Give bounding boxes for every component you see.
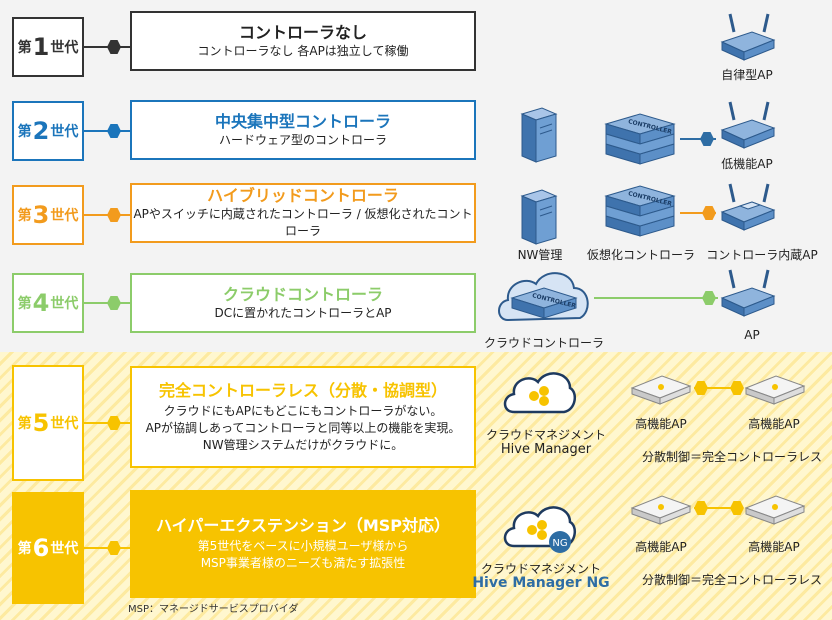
gen5-ap-link-node [694, 381, 708, 395]
generation-5-desc-1: クラウドにもAPにもどこにもコントローラがない。 [163, 403, 443, 418]
high-function-ap-label-1: 高機能AP [635, 417, 687, 431]
controller-icon: CONTROLLER [604, 113, 676, 165]
footnote: MSP：マネージドサービスプロバイダ [128, 604, 299, 615]
generation-1-node [107, 40, 121, 54]
generation-2-desc: ハードウェア型のコントローラ [218, 132, 387, 147]
generation-5-desc-3: NW管理システムだけがクラウドに。 [202, 437, 404, 452]
virtual-controller-label: 仮想化コントローラ [586, 248, 696, 262]
cloud-management-label-6: クラウドマネジメント [480, 562, 602, 576]
autonomous-ap-label: 自律型AP [721, 68, 773, 82]
high-function-ap-icon-4 [744, 495, 806, 525]
generation-1-title: コントローラなし [238, 22, 367, 42]
generation-5-desc-2: APが協調しあってコントローラと同等以上の機能を実現。 [145, 420, 461, 435]
cloud-management-icon [503, 372, 576, 414]
generation-6-box: ハイパーエクステンション（MSP対応） 第5世代をベースに小規模ユーザ様から M… [130, 490, 476, 598]
gen4-link-line [594, 297, 718, 299]
gen4-link-node [702, 291, 716, 305]
nw-management-server-icon [520, 189, 558, 245]
gen2-link-node [700, 132, 714, 146]
autonomous-ap-icon [720, 13, 776, 61]
gen5-ap-link-node-2 [730, 381, 744, 395]
generation-6-desc-2: MSP事業者様のニーズも満たす拡張性 [200, 556, 406, 570]
generation-3-desc: APやスイッチに内蔵されたコントローラ / 仮想化されたコントローラ [133, 207, 473, 238]
low-function-ap-icon [720, 101, 776, 149]
ng-badge: NG [552, 538, 567, 549]
gen6-ap-link-node [694, 501, 708, 515]
hive-manager-label: Hive Manager [500, 442, 592, 457]
cloud-management-ng-icon: NG [503, 506, 577, 553]
generation-6-title: ハイパーエクステンション（MSP対応） [155, 516, 451, 535]
nw-management-label: NW管理 [517, 248, 563, 262]
controller-builtin-ap-icon [720, 183, 776, 231]
generation-3-title: ハイブリッドコントローラ [207, 186, 399, 205]
gen5-ap-link-line [694, 387, 742, 389]
generation-5-title: 完全コントローラレス（分散・協調型） [158, 380, 447, 400]
generation-4-box: クラウドコントローラ DCに置かれたコントローラとAP [130, 273, 476, 333]
generation-4-desc: DCに置かれたコントローラとAP [214, 305, 392, 320]
generation-5-box: 完全コントローラレス（分散・協調型） クラウドにもAPにもどこにもコントローラが… [130, 366, 476, 468]
cloud-controller-icon: CONTROLLER [498, 272, 589, 322]
generation-3-box: ハイブリッドコントローラ APやスイッチに内蔵されたコントローラ / 仮想化され… [130, 183, 476, 243]
controller-builtin-ap-label: コントローラ内蔵AP [706, 248, 818, 262]
generation-5-node [107, 416, 121, 430]
generation-6-node [107, 541, 121, 555]
high-function-ap-icon [630, 375, 692, 405]
high-function-ap-icon-3 [630, 495, 692, 525]
distributed-control-label-6: 分散制御＝完全コントローラレス [641, 573, 823, 587]
generation-4-node [107, 296, 121, 310]
cloud-management-label-5: クラウドマネジメント [485, 428, 607, 442]
gen6-ap-link-line [694, 507, 742, 509]
high-function-ap-label-3: 高機能AP [635, 540, 687, 554]
generation-2-node [107, 124, 121, 138]
virtual-controller-icon: CONTROLLER [604, 185, 676, 237]
generation-1-box: コントローラなし コントローラなし 各APは独立して稼働 [130, 11, 476, 71]
gen2-link-line [680, 138, 716, 140]
generation-6-desc-1: 第5世代をベースに小規模ユーザ様から [197, 539, 409, 553]
gen3-link-line [680, 212, 716, 214]
distributed-control-label-5: 分散制御＝完全コントローラレス [641, 450, 823, 464]
low-function-ap-label: 低機能AP [721, 157, 773, 171]
server-icon [520, 107, 558, 163]
generation-4-title: クラウドコントローラ [222, 284, 383, 304]
hive-manager-ng-label: Hive Manager NG [472, 575, 610, 591]
generation-3-node [107, 208, 121, 222]
gen6-ap-link-node-2 [730, 501, 744, 515]
cloud-controller-label: クラウドコントローラ [483, 336, 605, 350]
generation-2-title: 中央集中型コントローラ [214, 111, 391, 131]
ap-label: AP [744, 328, 760, 342]
high-function-ap-label-4: 高機能AP [748, 540, 800, 554]
high-function-ap-label-2: 高機能AP [748, 417, 800, 431]
gen3-link-node [702, 206, 716, 220]
generation-2-box: 中央集中型コントローラ ハードウェア型のコントローラ [130, 100, 476, 160]
ap-icon [720, 269, 776, 317]
high-function-ap-icon-2 [744, 375, 806, 405]
generation-1-desc: コントローラなし 各APは独立して稼働 [197, 43, 409, 58]
